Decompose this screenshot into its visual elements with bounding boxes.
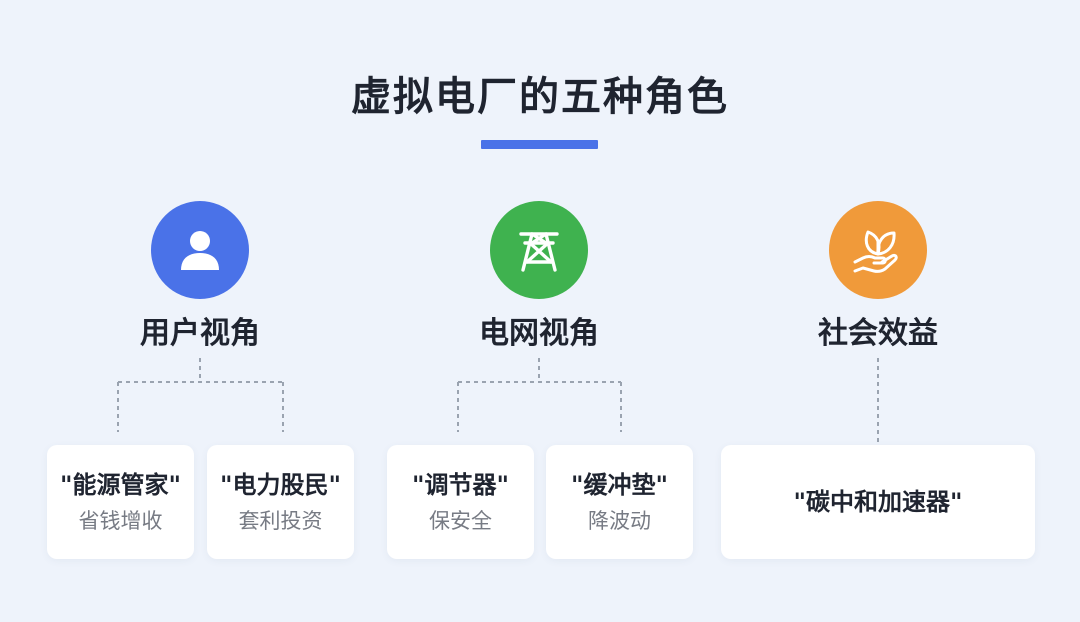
card-regulator: "调节器" 保安全: [387, 445, 534, 559]
card-buffer: "缓冲垫" 降波动: [546, 445, 693, 559]
user-icon: [176, 226, 224, 274]
connector-grid: [457, 358, 622, 432]
card-subtitle: 保安全: [429, 509, 492, 533]
user-circle: [151, 201, 249, 299]
card-title: "缓冲垫": [570, 471, 668, 499]
social-circle: [829, 201, 927, 299]
grid-circle: [490, 201, 588, 299]
role-label-social: 社会效益: [818, 316, 938, 351]
role-label-grid: 电网视角: [479, 316, 599, 351]
role-label-user: 用户视角: [140, 316, 260, 351]
card-subtitle: 套利投资: [238, 509, 323, 533]
power-tower-icon: [511, 222, 567, 278]
page-title: 虚拟电厂的五种角色: [351, 74, 729, 120]
card-title: "电力股民": [219, 471, 341, 499]
card-title: "调节器": [411, 471, 509, 499]
card-carbon-accelerator: "碳中和加速器": [721, 445, 1035, 559]
card-energy-butler: "能源管家" 省钱增收: [47, 445, 194, 559]
connector-user: [117, 358, 284, 432]
card-power-investor: "电力股民" 套利投资: [207, 445, 354, 559]
card-subtitle: 降波动: [588, 509, 651, 533]
hand-leaf-icon: [848, 220, 908, 280]
card-subtitle: 省钱增收: [78, 509, 163, 533]
card-title: "能源管家": [59, 471, 181, 499]
card-title: "碳中和加速器": [793, 488, 963, 516]
title-underline: [481, 140, 598, 149]
